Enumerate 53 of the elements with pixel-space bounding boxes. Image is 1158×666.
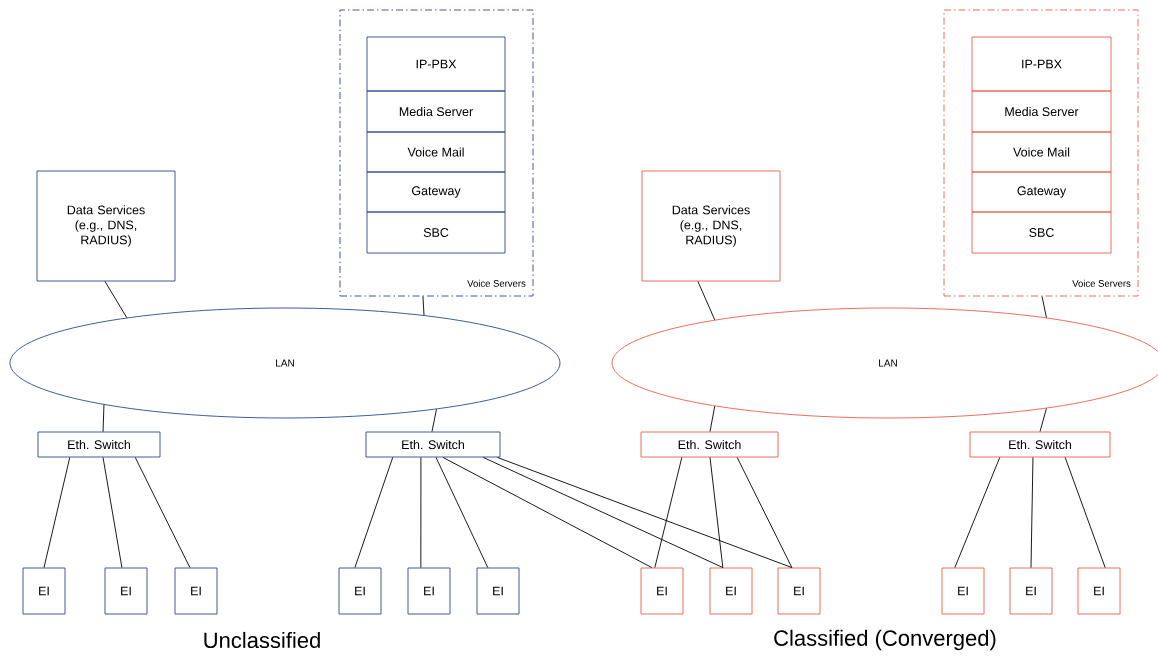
connector-line <box>736 457 793 568</box>
connector-line <box>104 281 128 319</box>
connector-line <box>1041 296 1047 318</box>
connector-line <box>654 457 683 568</box>
connector-line <box>431 408 437 432</box>
connector-line <box>102 404 105 432</box>
server-box: Voice Mail <box>971 131 1112 173</box>
connector-line <box>442 457 653 568</box>
endpoint-box: EI <box>709 567 753 615</box>
connector-line <box>102 457 123 568</box>
connector-line <box>134 457 191 568</box>
endpoint-box: EI <box>777 567 821 615</box>
server-box: IP-PBX <box>971 36 1112 92</box>
endpoint-box: EI <box>407 567 451 615</box>
server-box: IP-PBX <box>366 36 506 92</box>
endpoint-box: EI <box>476 567 520 615</box>
connector-line <box>435 457 489 568</box>
server-box: Gateway <box>366 171 506 213</box>
caption-label: Unclassified <box>204 631 320 649</box>
server-box: Media Server <box>366 90 506 133</box>
switch-box: Eth. Switch <box>37 431 161 458</box>
connector-line <box>709 457 724 568</box>
switch-box: Eth. Switch <box>640 431 779 458</box>
data-services-box: Data Services (e.g., DNS, RADIUS) <box>641 170 781 282</box>
connector-line <box>422 296 425 316</box>
connector-line <box>420 457 422 568</box>
endpoint-box: EI <box>174 567 218 615</box>
connector-line <box>1030 457 1034 568</box>
endpoint-box: EI <box>338 567 382 615</box>
endpoint-box: EI <box>941 567 985 615</box>
server-box: Gateway <box>971 171 1112 213</box>
data-services-box: Data Services (e.g., DNS, RADIUS) <box>36 170 176 282</box>
switch-box: Eth. Switch <box>969 431 1111 458</box>
connector-line <box>1064 457 1106 568</box>
switch-box: Eth. Switch <box>365 431 501 458</box>
connector-line <box>482 457 724 568</box>
server-box: Voice Mail <box>366 131 506 173</box>
endpoint-box: EI <box>22 567 66 615</box>
connector-line <box>697 281 716 321</box>
connector-line <box>354 457 394 568</box>
connector-line <box>43 457 71 568</box>
server-box: SBC <box>971 211 1112 254</box>
connector-line <box>954 457 1001 568</box>
connector-line <box>1039 408 1047 432</box>
endpoint-box: EI <box>104 567 148 615</box>
server-box: Media Server <box>971 90 1112 133</box>
connector-line <box>709 405 716 432</box>
endpoint-box: EI <box>1077 567 1121 615</box>
endpoint-box: EI <box>1009 567 1053 615</box>
endpoint-box: EI <box>640 567 684 615</box>
server-box: SBC <box>366 211 506 254</box>
connector-line <box>497 457 793 568</box>
caption-label: Classified (Converged) <box>774 629 996 651</box>
